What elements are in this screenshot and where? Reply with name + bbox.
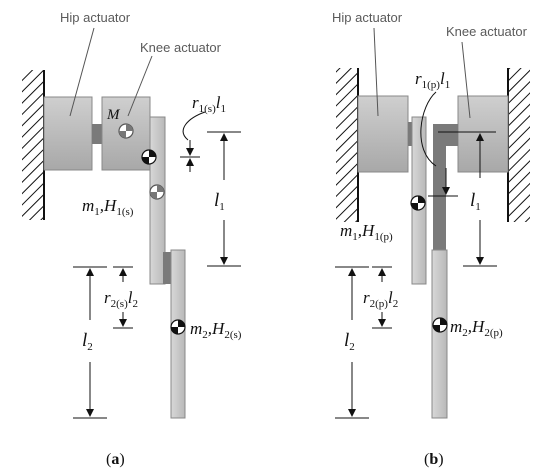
r1-label: r1(p)l1: [415, 69, 450, 91]
knee-leader: [127, 55, 153, 117]
m1-label: m1,H1(p): [340, 221, 393, 243]
r1-leader: [182, 111, 206, 141]
link-2: [431, 249, 448, 419]
r1-leader: [420, 91, 437, 167]
hip-leader: [373, 27, 379, 117]
hip-leader: [69, 27, 95, 117]
hip-actuator-label: Hip actuator: [60, 10, 131, 25]
l1-label: l1: [214, 190, 225, 213]
hip-actuator-block: [357, 95, 409, 173]
knee-leader: [461, 41, 471, 119]
l2-label: l2: [344, 330, 355, 353]
caption-b: (b): [424, 451, 444, 468]
mass-m-label: M: [106, 107, 121, 123]
link-2-com-icon: [170, 319, 186, 335]
figure-b: Hip actuator Knee actuator r1(p)l1 l1 m1…: [332, 10, 530, 468]
m2-label: m2,H2(s): [190, 319, 242, 341]
transmission-rod: [433, 124, 446, 250]
knee-joint-com-icon: [141, 149, 157, 165]
figure-a: Hip actuator Knee actuator M r1(s)l1 l1 …: [22, 10, 242, 468]
knee-com-icon: [118, 123, 134, 139]
left-wall-hatch-icon: [336, 68, 358, 222]
link-1: [149, 116, 166, 285]
link-2-com-icon: [432, 317, 448, 333]
m1-label: m1,H1(s): [82, 196, 134, 218]
l2-label: l2: [82, 330, 93, 353]
m2-label: m2,H2(p): [450, 317, 503, 339]
l1-label: l1: [470, 190, 481, 213]
knee-actuator-label: Knee actuator: [446, 24, 528, 39]
knee-actuator-label: Knee actuator: [140, 40, 222, 55]
r2-label: r2(s)l2: [104, 288, 138, 310]
r2-label: r2(p)l2: [363, 288, 398, 310]
link-1-com-icon: [149, 184, 165, 200]
link-1-foot: [163, 252, 171, 284]
wall-hatch-icon: [22, 70, 44, 220]
r1-label: r1(s)l1: [192, 93, 226, 115]
knee-actuator-block: [457, 95, 509, 173]
right-wall-hatch-icon: [508, 68, 530, 222]
hip-actuator-label: Hip actuator: [332, 10, 403, 25]
caption-a: (a): [106, 451, 125, 468]
hip-shaft: [92, 124, 102, 144]
hip-actuator-block: [43, 96, 93, 171]
link-1-com-icon: [410, 195, 426, 211]
